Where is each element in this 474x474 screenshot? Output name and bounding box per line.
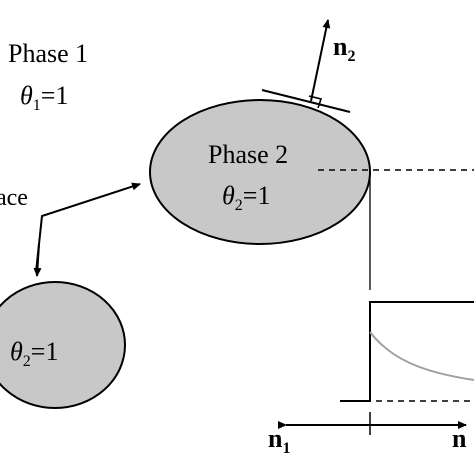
step-profile bbox=[340, 301, 474, 402]
phase1-theta: θ1=1 bbox=[20, 81, 68, 114]
normal-n2-arrow bbox=[310, 19, 331, 102]
phase2-small-particle bbox=[0, 281, 126, 409]
decay-curve bbox=[369, 331, 474, 381]
normal-n2-label: n2 bbox=[333, 32, 355, 65]
phase2-theta: θ2=1 bbox=[222, 181, 270, 214]
phase2-particle bbox=[149, 99, 371, 245]
right-angle-mark bbox=[308, 95, 323, 109]
interface-pointer-line bbox=[35, 182, 141, 273]
interface-label: ace bbox=[0, 185, 28, 211]
normal-n1-label: n1 bbox=[268, 424, 290, 457]
normal-n-label: n bbox=[452, 424, 467, 453]
interface-pointer-down bbox=[33, 243, 42, 277]
phase1-label: Phase 1 bbox=[8, 39, 88, 68]
phase2-label: Phase 2 bbox=[208, 140, 288, 169]
tangent-line bbox=[261, 89, 351, 113]
phase2-small-theta: θ2=1 bbox=[10, 337, 58, 370]
